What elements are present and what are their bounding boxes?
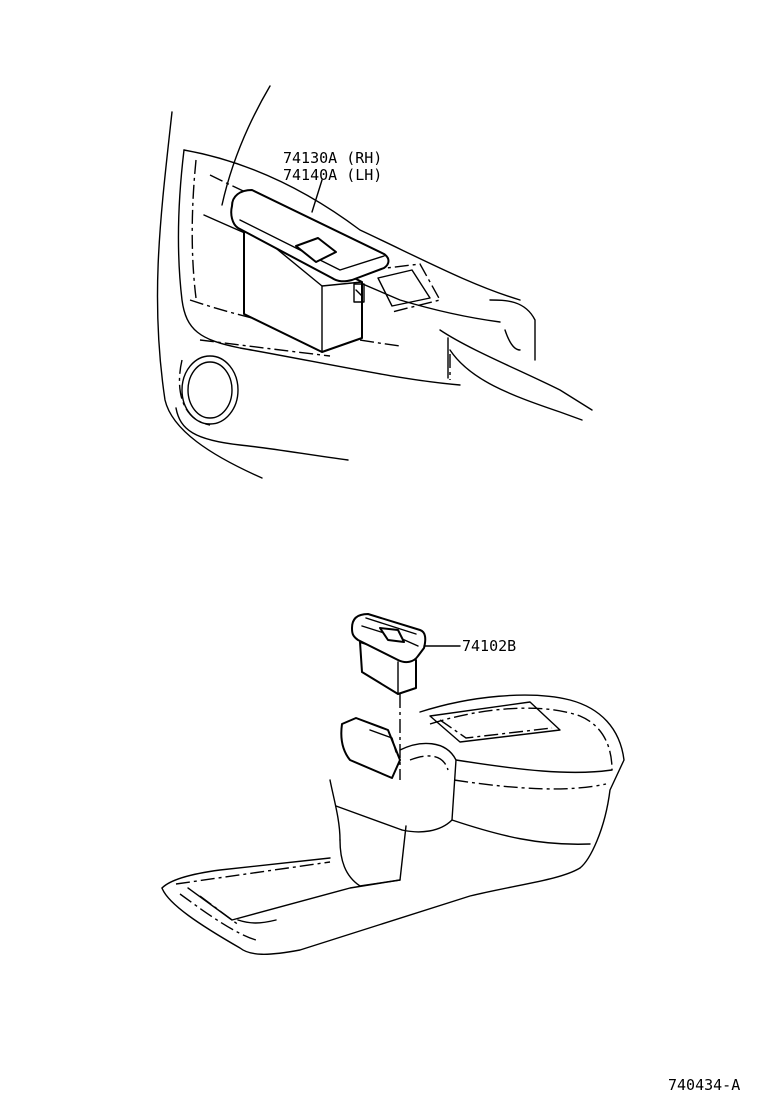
part-number-rh: 74130A (RH) bbox=[283, 149, 383, 167]
diagram-id: 740434-A bbox=[668, 1076, 741, 1094]
center-console bbox=[161, 694, 625, 955]
part-number-lh: 74140A (LH) bbox=[283, 166, 383, 184]
door-leader-line bbox=[311, 179, 323, 213]
part-number-console: 74102B bbox=[462, 637, 517, 655]
console-ashtray-insert bbox=[351, 613, 427, 695]
door-ashtray bbox=[230, 189, 390, 353]
door-trim-panel bbox=[156, 85, 593, 479]
